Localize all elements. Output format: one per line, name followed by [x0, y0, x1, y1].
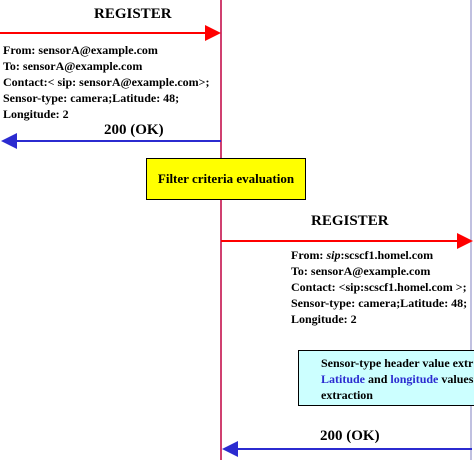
extraction-line-2: Latitude and longitude values [321, 371, 474, 387]
to-header: To: sensorA@example.com [3, 59, 143, 73]
values-text: values [438, 372, 474, 386]
latitude-text: Latitude [321, 372, 366, 386]
extraction-line-3: extraction [321, 388, 373, 402]
from-header-2: From: sip:scscf1.homel.com [291, 247, 467, 263]
contact-header: Contact:< sip: sensorA@example.com>; [3, 75, 210, 89]
ok-label-2: 200 (OK) [320, 428, 380, 444]
extraction-line-1: Sensor-type header value extr [321, 356, 474, 370]
longitude-header-2: Longitude: 2 [291, 312, 357, 326]
filter-criteria-label: Filter criteria evaluation [157, 171, 295, 186]
longitude-text: longitude [390, 372, 439, 386]
filter-criteria-box: Filter criteria evaluation [146, 158, 306, 200]
register-label-2: REGISTER [311, 213, 389, 229]
register-label-1: REGISTER [94, 6, 172, 22]
longitude-header: Longitude: 2 [3, 107, 69, 121]
from-header: From: sensorA@example.com [3, 43, 158, 57]
from-rest: :scscf1.homel.com [340, 248, 434, 262]
contact-header-2: Contact: <sip:scscf1.homel.com >; [291, 280, 467, 294]
message2-headers: From: sip:scscf1.homel.com To: sensorA@e… [291, 247, 467, 327]
sensor-header: Sensor-type: camera;Latitude: 48; [3, 91, 180, 105]
extraction-box: Sensor-type header value extr Latitude a… [298, 350, 474, 406]
from-scheme: sip [326, 248, 341, 262]
to-header-2: To: sensorA@example.com [291, 264, 431, 278]
sensor-header-2: Sensor-type: camera;Latitude: 48; [291, 296, 468, 310]
from-prefix: From: [291, 248, 327, 262]
ok-label-1: 200 (OK) [104, 122, 164, 138]
and-text: and [365, 372, 391, 386]
message1-headers: From: sensorA@example.com To: sensorA@ex… [3, 42, 209, 122]
